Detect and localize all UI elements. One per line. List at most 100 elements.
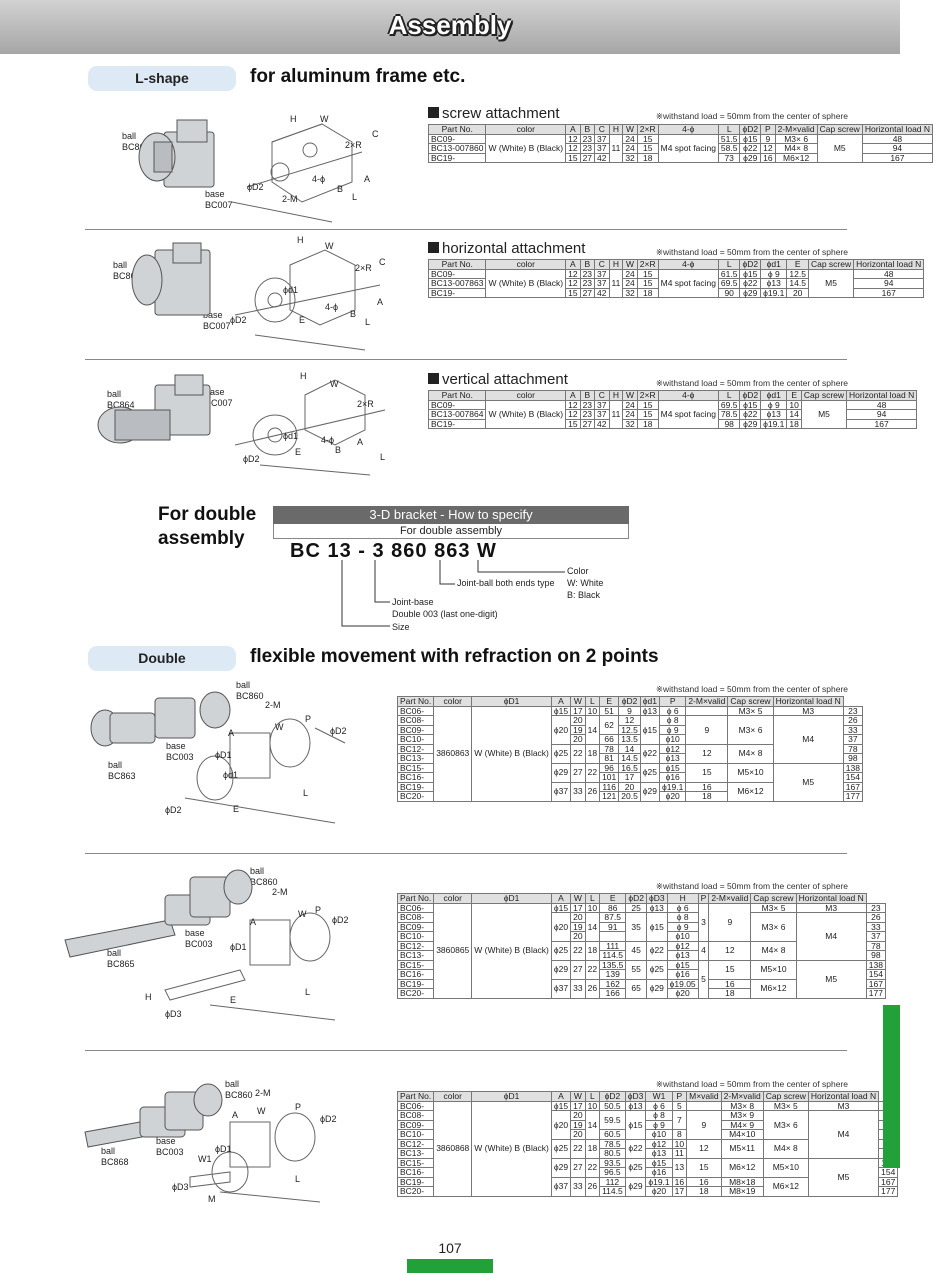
table-cell: 18 xyxy=(636,152,659,163)
table-cell: 114.5 xyxy=(599,1186,626,1197)
table-cell: 20 xyxy=(570,734,586,745)
svg-text:2×R: 2×R xyxy=(357,399,374,409)
table-cell: 65 xyxy=(625,978,647,999)
divider xyxy=(85,359,847,360)
table-cell: 37 xyxy=(594,143,610,154)
table-cell: M4× 8 xyxy=(774,143,818,154)
table-cell: 8 xyxy=(671,1129,688,1140)
table-cell: 9 xyxy=(685,715,729,745)
table-cell: 2-M×valid xyxy=(708,893,752,904)
table-cell: A xyxy=(565,259,581,270)
svg-text:C: C xyxy=(372,129,379,139)
table-cell: ϕ25 xyxy=(550,1138,572,1159)
svg-text:L: L xyxy=(305,987,310,997)
table-cell: L xyxy=(717,124,741,135)
table-cell: BC08- xyxy=(396,1110,435,1121)
table-cell: 66 xyxy=(599,734,620,745)
table-cell: 42 xyxy=(594,287,610,298)
svg-text:ϕD1: ϕD1 xyxy=(230,942,247,952)
table-cell: ϕD1 xyxy=(471,893,552,904)
table-cell: 101 xyxy=(599,772,620,783)
table-cell: B xyxy=(579,259,596,270)
spec-leader-lines xyxy=(341,560,565,627)
spec-size: Size xyxy=(392,622,410,632)
svg-text:E: E xyxy=(299,315,305,325)
table-cell: ϕ22 xyxy=(739,409,762,420)
table-cell: W xyxy=(622,259,638,270)
page-title: Assembly xyxy=(388,10,512,40)
table-cell: 22 xyxy=(570,1138,586,1159)
table-cell: 22 xyxy=(570,743,586,764)
table-cell: 55 xyxy=(625,959,647,980)
page-number: 107 xyxy=(438,1240,462,1256)
table-cell: 94 xyxy=(853,278,925,289)
table-cell: 154 xyxy=(878,1167,899,1178)
table-cell: BC10- xyxy=(396,1129,435,1140)
svg-text:L: L xyxy=(295,1174,300,1184)
table-cell: M3× 9 xyxy=(720,1110,764,1121)
table-cell xyxy=(686,1100,722,1111)
table-cell: 16 xyxy=(760,152,776,163)
spec-joint-base: Joint-base xyxy=(392,597,434,607)
table-cell: M5×10 xyxy=(750,959,797,980)
table-cell: BC13- xyxy=(396,1148,435,1159)
table-cell: 18 xyxy=(685,791,729,802)
table-cell: M4 spot facing xyxy=(657,268,719,298)
svg-text:E: E xyxy=(295,447,301,457)
table-cell: M6×12 xyxy=(720,1157,764,1178)
table-cell: ϕ 8 xyxy=(659,715,687,726)
table-cell: M5×10 xyxy=(762,1157,809,1178)
spec-white: W: White xyxy=(567,578,604,588)
svg-text:ϕD2: ϕD2 xyxy=(243,454,260,464)
table-cell: 22 xyxy=(584,762,601,783)
table-cell: 4-ϕ xyxy=(657,124,719,135)
table-cell: A xyxy=(565,390,581,401)
table-cell: 26 xyxy=(584,781,601,802)
table-cell: BC08- xyxy=(396,715,435,726)
table-cell: 10 xyxy=(584,1100,601,1111)
table-cell: 33 xyxy=(570,978,586,999)
svg-text:4-ϕ: 4-ϕ xyxy=(325,302,338,312)
svg-text:C: C xyxy=(379,257,386,267)
table-cell: 24 xyxy=(622,143,638,154)
table-cell: M4 xyxy=(772,715,844,764)
table-cell: 12 xyxy=(685,743,729,764)
table-cell: 177 xyxy=(865,988,886,999)
table-cell: ϕ20 xyxy=(645,1186,673,1197)
table-cell: ϕ15 xyxy=(624,1110,647,1140)
table-cell: 33 xyxy=(570,1176,586,1197)
table-cell: 14 xyxy=(786,409,802,420)
table-cell: 22 xyxy=(584,1157,601,1178)
table-cell: ϕ13 xyxy=(624,1100,647,1111)
table-cell: ϕ29 xyxy=(645,978,668,999)
table-cell: BC20- xyxy=(396,791,435,802)
table-cell: ϕ29 xyxy=(550,1157,572,1178)
table-cell: B xyxy=(579,124,596,135)
double-assembly-heading: For double assembly xyxy=(158,504,257,549)
table-cell: M4× 8 xyxy=(750,940,797,961)
table-cell: 14 xyxy=(584,912,601,942)
double-pill: Double xyxy=(88,646,236,671)
table-cell: ϕ13 xyxy=(639,705,661,716)
vertical-section-title: vertical attachment xyxy=(428,371,568,388)
table-cell: M4 spot facing xyxy=(657,133,719,163)
table-cell: M3 xyxy=(807,1100,880,1111)
table-cell: 9 xyxy=(686,1110,722,1140)
divider xyxy=(85,229,847,230)
table-cell: 3860865 xyxy=(433,902,473,999)
table-cell: P xyxy=(697,893,710,904)
table-cell: ϕ13 xyxy=(659,753,687,764)
table-cell: ϕ20 xyxy=(659,791,687,802)
